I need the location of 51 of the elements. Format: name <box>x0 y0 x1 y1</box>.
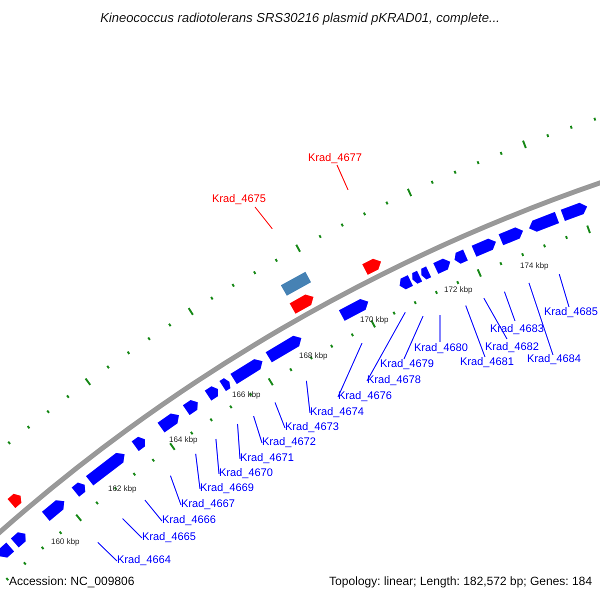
leader-line <box>465 305 486 358</box>
leader-line <box>558 274 570 308</box>
gene-label: Krad_4669 <box>200 483 254 494</box>
scale-label: 168 kbp <box>299 352 328 360</box>
scale-label: 162 kbp <box>108 485 136 493</box>
gene-label: Krad_4671 <box>240 453 294 464</box>
leader-line <box>254 206 273 230</box>
gene-label: Krad_4673 <box>285 422 339 433</box>
gene-label: Krad_4679 <box>380 359 434 370</box>
leader-line <box>504 291 516 322</box>
gene-label: Krad_4674 <box>310 407 364 418</box>
leader-line <box>253 416 262 444</box>
leader-line <box>97 542 118 562</box>
gene-label: Krad_4670 <box>219 468 273 479</box>
leader-line <box>483 298 508 340</box>
gene-label: Krad_4672 <box>262 437 316 448</box>
title: Kineococcus radiotolerans SRS30216 plasmid pKRAD01, complete... <box>99 11 501 24</box>
leader-line <box>306 380 310 414</box>
scale-label: 170 kbp <box>360 316 388 324</box>
scale-label: 160 kbp <box>51 538 80 546</box>
gene-label: Krad_4676 <box>338 391 392 402</box>
gene-label: Krad_4667 <box>181 499 235 510</box>
leader-line <box>366 312 406 382</box>
gene-label: Krad_4665 <box>142 532 196 543</box>
leader-line <box>170 475 182 506</box>
gene-label: Krad_4675 <box>212 194 266 205</box>
scale-label: 174 kbp <box>520 262 548 270</box>
gene-label: Krad_4677 <box>308 153 362 164</box>
leader-line <box>195 453 200 490</box>
leader-line <box>338 342 363 398</box>
gene-label: Krad_4678 <box>367 375 421 386</box>
leader-line <box>237 423 240 460</box>
leader-line <box>144 500 162 522</box>
gene-label: Krad_4664 <box>117 555 171 566</box>
scale-label: 166 kbp <box>232 391 260 399</box>
leader-line <box>122 518 142 538</box>
accession-text: Accession: NC_009806 <box>9 575 134 587</box>
gene-label: Krad_4685 <box>544 307 598 318</box>
gene-label: Krad_4682 <box>485 342 539 353</box>
leader-line <box>336 164 349 190</box>
summary-text: Topology: linear; Length: 182,572 bp; Genes: 184 <box>329 575 592 587</box>
leader-line <box>404 316 424 360</box>
gene-label: Krad_4666 <box>162 515 216 526</box>
scale-label: 164 kbp <box>169 436 198 444</box>
leader-line <box>274 402 286 428</box>
gene-label: Krad_4680 <box>414 343 468 354</box>
gene-label: Krad_4681 <box>460 357 514 368</box>
leader-line <box>215 438 220 474</box>
scale-label: 172 kbp <box>444 286 472 294</box>
leader-line <box>528 282 554 356</box>
gene-label: Krad_4684 <box>527 354 581 365</box>
